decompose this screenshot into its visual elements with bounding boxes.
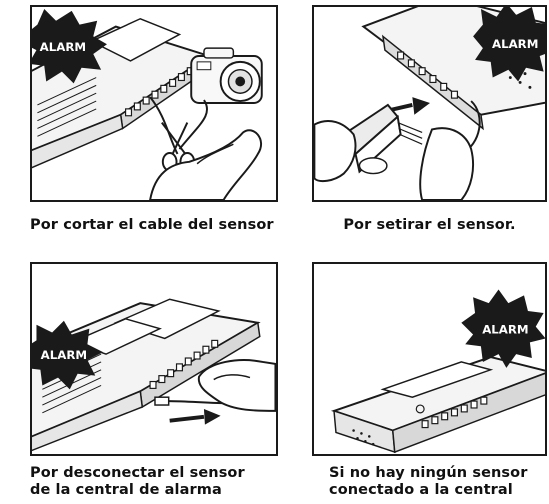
alarm-label: ALARM bbox=[41, 348, 87, 362]
caption-disconnect-sensor: Por desconectar el sensor de la central … bbox=[30, 465, 245, 499]
alarm-label: ALARM bbox=[482, 323, 528, 337]
panel-disconnect-sensor: ALARM bbox=[30, 262, 278, 456]
caption-line-2: de la central de alarma bbox=[30, 482, 222, 498]
camera-sensor bbox=[190, 47, 263, 104]
alarm-burst: ALARM bbox=[461, 289, 545, 368]
alarm-label: ALARM bbox=[492, 37, 538, 51]
left-hand bbox=[314, 120, 357, 183]
hand bbox=[149, 129, 263, 200]
alarm-burst: ALARM bbox=[473, 7, 545, 82]
illustration-disconnect-sensor: ALARM bbox=[32, 298, 276, 452]
alarm-burst: ALARM bbox=[32, 8, 107, 84]
hand bbox=[197, 359, 276, 412]
caption-cut-cable: Por cortar el cable del sensor bbox=[30, 217, 274, 233]
illustration-remove-sensor: ALARM bbox=[314, 7, 545, 200]
alarm-label: ALARM bbox=[40, 40, 86, 54]
illustration-cut-cable: ALARM bbox=[32, 8, 263, 200]
panel-remove-sensor: ALARM bbox=[312, 5, 547, 202]
alarm-unit bbox=[330, 356, 545, 454]
alarm-unit bbox=[32, 298, 261, 452]
caption-remove-sensor: Por setirar el sensor. bbox=[343, 217, 516, 233]
caption-line-1: Por desconectar el sensor bbox=[30, 465, 245, 481]
caption-no-sensor: Si no hay ningún sensor conectado a la c… bbox=[329, 465, 527, 499]
panel-no-sensor: ALARM bbox=[312, 262, 547, 456]
right-hand bbox=[419, 127, 475, 200]
panel-cut-cable: ALARM bbox=[30, 5, 278, 202]
alarm-burst: ALARM bbox=[32, 320, 104, 390]
caption-line-2: conectado a la central bbox=[329, 482, 513, 498]
illustration-no-sensor: ALARM bbox=[330, 289, 545, 454]
caption-line-1: Si no hay ningún sensor bbox=[329, 465, 528, 481]
unplug-arrow bbox=[169, 408, 221, 425]
